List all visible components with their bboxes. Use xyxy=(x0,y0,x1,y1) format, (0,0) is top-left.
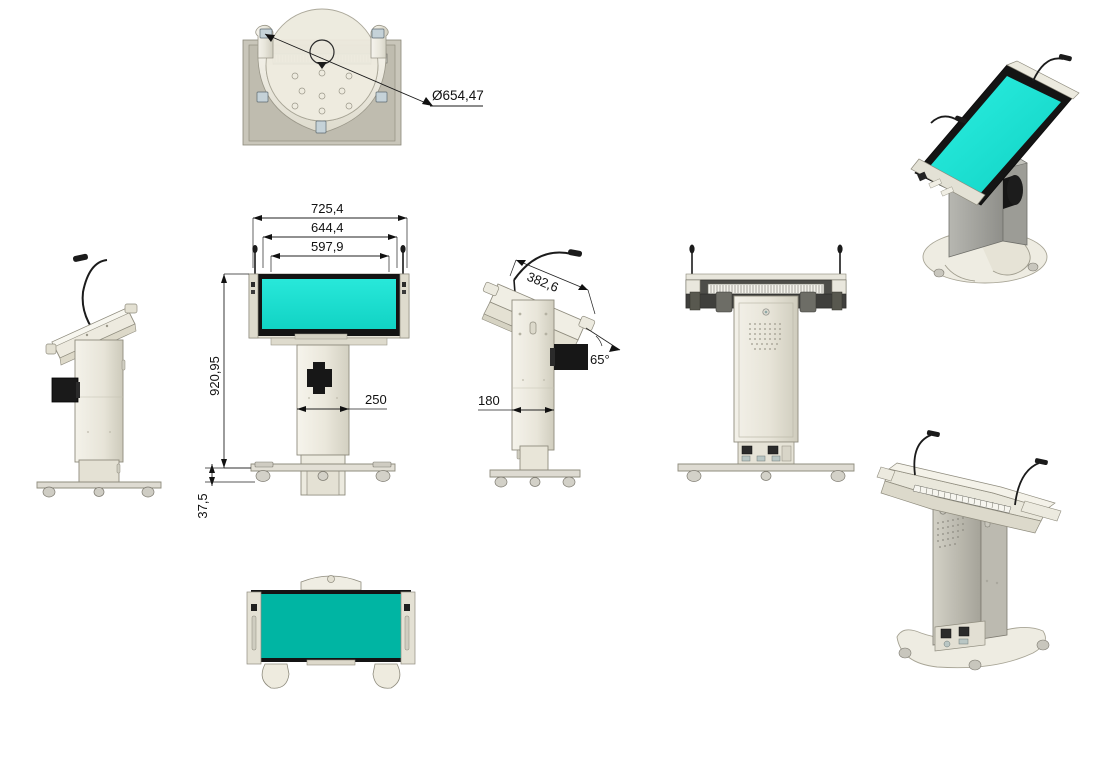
column-rear xyxy=(733,295,799,443)
display-assembly xyxy=(248,273,410,346)
dimension-37: 37,5 xyxy=(195,464,255,519)
dimension-label-382: 382,6 xyxy=(525,269,561,295)
connector-panel xyxy=(737,441,795,465)
dimension-920: 920,95 xyxy=(207,273,251,469)
view-iso-rear xyxy=(875,415,1090,680)
view-front-elevation: 725,4 644,4 597,9 xyxy=(195,196,450,526)
column-side xyxy=(511,299,555,475)
ventilation-perforation xyxy=(749,323,781,350)
dimension-644: 644,4 xyxy=(262,220,398,268)
dimension-label-37: 37,5 xyxy=(195,493,210,518)
view-side-elevation: 382,6 65° 180 xyxy=(468,228,673,508)
iso-display xyxy=(910,60,1080,206)
display-screen xyxy=(262,279,396,329)
dimension-label-597: 597,9 xyxy=(311,239,344,254)
base-with-casters xyxy=(36,481,162,498)
iso-microphones xyxy=(930,54,1072,124)
dimension-250: 250 xyxy=(297,392,387,412)
view-top-plan: Ø654,47 xyxy=(225,8,510,163)
dimension-diameter-654: Ø654,47 xyxy=(264,33,484,107)
dimension-label-65: 65° xyxy=(590,352,610,367)
dimension-label-diameter: Ø654,47 xyxy=(432,88,484,103)
dimension-label-644: 644,4 xyxy=(311,220,344,235)
dimension-label-725: 725,4 xyxy=(311,201,344,216)
view-left-elevation xyxy=(35,232,170,498)
dimension-label-920: 920,95 xyxy=(207,356,222,396)
base-side xyxy=(489,469,581,488)
dimension-label-250: 250 xyxy=(365,392,387,407)
plan-screen-body xyxy=(246,575,416,689)
dimension-725: 725,4 xyxy=(252,201,408,268)
dimension-label-180: 180 xyxy=(478,393,500,408)
dimension-angle-65: 65° xyxy=(585,327,621,367)
mic-stalks-rear xyxy=(689,244,843,278)
dimension-597: 597,9 xyxy=(270,239,390,272)
view-plan-screen xyxy=(243,568,418,693)
caster-group xyxy=(254,461,392,482)
column-body xyxy=(74,339,126,485)
control-box-side xyxy=(550,344,588,370)
iso-ventilation xyxy=(937,517,964,548)
plan-screen-surface xyxy=(259,594,403,658)
iso-rear-microphones xyxy=(913,430,1048,506)
view-rear-elevation xyxy=(672,230,862,492)
view-iso-front xyxy=(885,45,1090,295)
top-base-plate xyxy=(255,8,389,134)
iso-rear-panel xyxy=(876,462,1062,534)
base-front xyxy=(250,461,396,482)
iso-connector-panel xyxy=(934,620,986,652)
dimension-180: 180 xyxy=(478,393,554,413)
control-box xyxy=(51,377,80,403)
base-rear xyxy=(677,463,855,482)
